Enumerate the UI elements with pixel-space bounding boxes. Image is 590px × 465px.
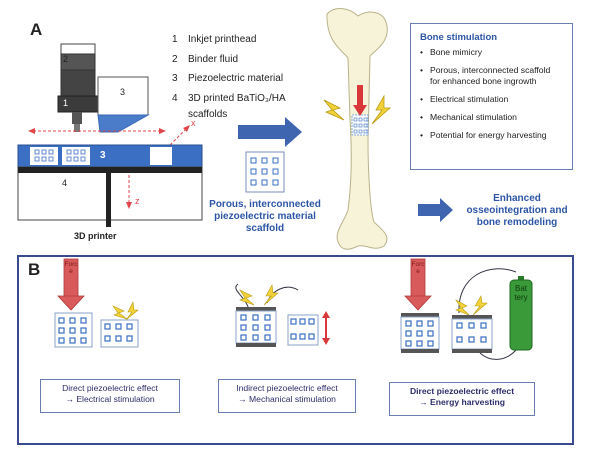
bone-stimulation-item: Mechanical stimulation [420, 112, 572, 123]
caption-energy-harvesting: Direct piezoelectric effect → Energy har… [389, 382, 535, 416]
process-arrow [238, 117, 302, 147]
force-label: Force [64, 261, 78, 275]
lightning-icon [239, 289, 255, 306]
x-axis-label: x [191, 118, 196, 128]
wire [479, 349, 517, 360]
inkjet-printhead [57, 43, 99, 132]
printer-frame [17, 166, 203, 227]
panel-b-frame [17, 255, 574, 445]
bone-stimulation-item: Electrical stimulation [420, 94, 572, 105]
panel-a-label: A [30, 20, 43, 39]
outcome-text: Enhanced osseointegration and bone remod… [466, 193, 568, 228]
bone-stimulation-item: Bone mimicry [420, 47, 572, 58]
piezo-block [235, 307, 277, 347]
caption-mechanical-stimulation: Indirect piezoelectric effect → Mechanic… [218, 379, 356, 413]
bone-stimulation-box: Bone stimulation Bone mimicry Porous, in… [410, 23, 573, 170]
print-bed [17, 144, 203, 168]
printer-number-3: 3 [120, 87, 126, 97]
femur-bone [326, 8, 388, 250]
force-label: Force [411, 261, 425, 275]
lightning-icon [125, 300, 139, 321]
lightning-icon [112, 305, 128, 320]
printer-number-3-bed: 3 [100, 150, 106, 161]
force-arrow [57, 258, 85, 311]
piezo-block [400, 313, 440, 353]
printer-number-4: 4 [62, 178, 68, 188]
printer-illustration [17, 8, 453, 250]
printer-number-2: 2 [63, 54, 69, 64]
bone-stimulation-title: Bone stimulation [420, 32, 498, 43]
battery-icon [509, 276, 533, 351]
lightning-icon [323, 99, 345, 121]
piezoelectric-hopper [97, 76, 150, 133]
caption-electrical-stimulation: Direct piezoelectric effect → Electrical… [40, 379, 180, 413]
scaffold-icon [245, 151, 285, 193]
lightning-icon [455, 299, 470, 316]
force-arrow [404, 258, 432, 311]
printer-number-1: 1 [63, 98, 69, 108]
scaffold-caption: Porous, interconnected piezoelectric mat… [209, 199, 321, 234]
strain-arrow [322, 311, 330, 345]
legend-item: scaffolds [188, 109, 228, 120]
piezo-block [287, 314, 319, 346]
lightning-icon [263, 284, 279, 306]
piezo-block [54, 312, 93, 348]
z-axis-label: z [135, 196, 140, 206]
piezo-block [100, 319, 139, 348]
lightning-icon [472, 295, 488, 316]
wire [458, 268, 517, 314]
bone-stimulation-item: Potential for energy harvesting [420, 130, 572, 141]
battery-label: Battery [514, 284, 528, 302]
outcome-arrow [418, 198, 453, 222]
lightning-icon [371, 94, 392, 125]
piezo-block [451, 315, 493, 353]
panel-b-label: B [28, 260, 41, 279]
printer-caption: 3D printer [74, 231, 117, 241]
wire [235, 283, 250, 311]
